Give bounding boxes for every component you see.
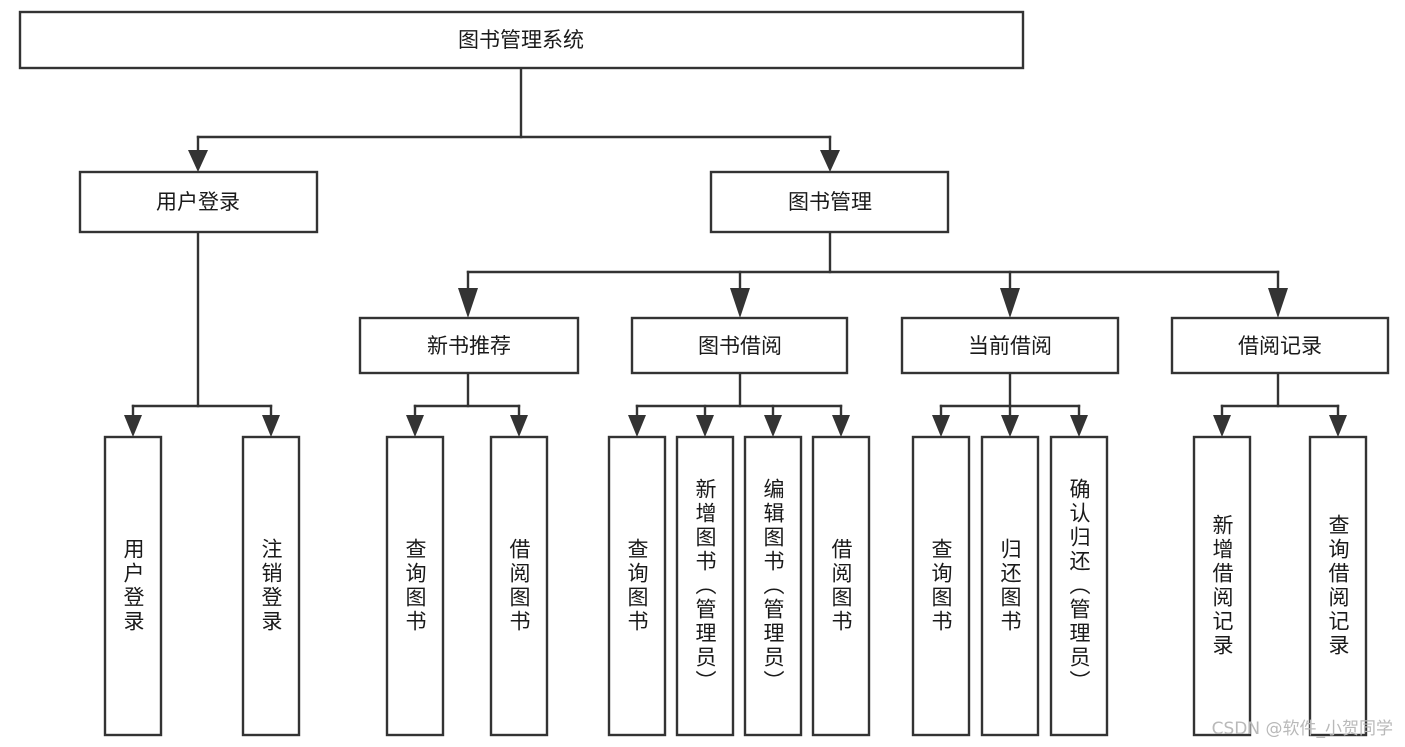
leaf-borrow-1-label: 查询图书 [625,538,649,634]
leaf-current-1[interactable]: 查询图书 [911,435,971,737]
leaf-borrow-2-label: 新增图书（管理员） [693,478,717,694]
leaf-record-2[interactable]: 查询借阅记录 [1308,435,1368,737]
node-user-login-label: 用户登录 [156,190,240,214]
arrow-head-leaf-borrow-2 [696,415,714,437]
leaf-current-2-label: 归还图书 [998,538,1022,634]
leaf-user-login-1-box[interactable] [103,435,163,737]
leaf-borrow-1[interactable]: 查询图书 [607,435,667,737]
leaf-current-1-label: 查询图书 [929,538,953,634]
arrow-head-leaf-borrow-4 [832,415,850,437]
leaf-record-2-box[interactable] [1308,435,1368,737]
arrow-head-leaf-new-book-1 [406,415,424,437]
arrow-head-leaf-current-3 [1070,415,1088,437]
arrow-head-record [1268,288,1288,318]
leaf-current-2[interactable]: 归还图书 [980,435,1040,737]
leaf-user-login-2-label: 注销登录 [259,538,283,634]
node-book-manage[interactable]: 图书管理 [709,170,950,234]
node-borrow-record[interactable]: 借阅记录 [1170,316,1390,375]
leaf-user-login-2-box[interactable] [241,435,301,737]
leaf-borrow-4-box[interactable] [811,435,871,737]
arrow-head-borrow [730,288,750,318]
leaf-current-2-box[interactable] [980,435,1040,737]
node-borrow-record-label: 借阅记录 [1238,334,1322,358]
leaf-borrow-1-box[interactable] [607,435,667,737]
arrow-head-user-login [188,150,208,172]
leaf-record-1-label: 新增借阅记录 [1210,514,1234,658]
leaf-borrow-3-label: 编辑图书（管理员） [761,478,785,694]
leaf-record-2-label: 查询借阅记录 [1326,514,1350,658]
leaf-current-1-box[interactable] [911,435,971,737]
leaf-current-3[interactable]: 确认归还（管理员） [1049,435,1109,737]
arrow-head-leaf-record-1 [1213,415,1231,437]
node-new-book-recommend-box[interactable] [358,316,580,375]
node-new-book-recommend-label: 新书推荐 [427,334,511,358]
leaf-new-book-1-box[interactable] [385,435,445,737]
node-current-borrow-label: 当前借阅 [968,334,1052,358]
arrow-head-leaf-borrow-1 [628,415,646,437]
node-root-box[interactable] [18,10,1025,70]
node-root[interactable]: 图书管理系统 [18,10,1025,70]
connector-layer [124,66,1347,437]
node-current-borrow[interactable]: 当前借阅 [900,316,1120,375]
arrow-head-leaf-current-1 [932,415,950,437]
leaf-record-1-box[interactable] [1192,435,1252,737]
node-book-borrow[interactable]: 图书借阅 [630,316,849,375]
leaf-new-book-2[interactable]: 借阅图书 [489,435,549,737]
leaf-borrow-2[interactable]: 新增图书（管理员） [675,435,735,737]
leaf-new-book-1-label: 查询图书 [403,538,427,634]
arrow-head-book-manage [820,150,840,172]
node-user-login[interactable]: 用户登录 [78,170,319,234]
node-book-manage-box[interactable] [709,170,950,234]
node-book-borrow-box[interactable] [630,316,849,375]
leaf-user-login-2[interactable]: 注销登录 [241,435,301,737]
node-current-borrow-box[interactable] [900,316,1120,375]
leaf-borrow-2-box[interactable] [675,435,735,737]
leaf-borrow-3-box[interactable] [743,435,803,737]
leaf-new-book-1[interactable]: 查询图书 [385,435,445,737]
arrow-head-leaf-borrow-3 [764,415,782,437]
arrow-head-leaf-record-2 [1329,415,1347,437]
leaf-user-login-1[interactable]: 用户登录 [103,435,163,737]
node-book-manage-label: 图书管理 [788,190,872,214]
node-borrow-record-box[interactable] [1170,316,1390,375]
leaf-current-3-box[interactable] [1049,435,1109,737]
leaf-new-book-2-label: 借阅图书 [507,538,531,634]
arrow-head-leaf-user-login-2 [262,415,280,437]
arrow-head-current [1000,288,1020,318]
leaf-user-login-1-label: 用户登录 [121,538,145,634]
arrow-head-new-book [458,288,478,318]
leaf-borrow-4[interactable]: 借阅图书 [811,435,871,737]
node-new-book-recommend[interactable]: 新书推荐 [358,316,580,375]
leaf-new-book-2-box[interactable] [489,435,549,737]
arrow-head-leaf-new-book-2 [510,415,528,437]
arrow-head-leaf-user-login-1 [124,415,142,437]
node-book-borrow-label: 图书借阅 [698,334,782,358]
node-user-login-box[interactable] [78,170,319,234]
leaf-borrow-3[interactable]: 编辑图书（管理员） [743,435,803,737]
node-root-label: 图书管理系统 [458,28,584,52]
leaf-current-3-label: 确认归还（管理员） [1067,478,1091,694]
arrow-head-leaf-current-2 [1001,415,1019,437]
leaf-record-1[interactable]: 新增借阅记录 [1192,435,1252,737]
leaf-borrow-4-label: 借阅图书 [829,538,853,634]
